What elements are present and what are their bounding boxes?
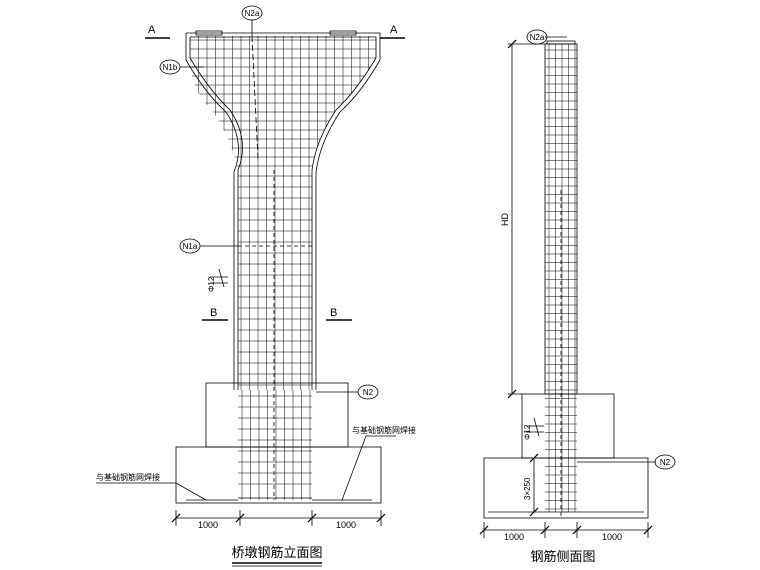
side-height-label: HD: [500, 213, 510, 226]
pier-base-step: [205, 382, 349, 448]
front-dim-tick-1: [171, 513, 181, 523]
side-tag-n2a-circle: [526, 29, 548, 45]
side-dim-right: 1000: [602, 532, 622, 542]
side-view-labels: N2a N2 HD Φ12 3×250 1000 1000 钢筋侧面图: [500, 33, 671, 565]
hd-tick-bottom: [507, 389, 517, 399]
weld-leader-left: [96, 482, 207, 501]
weld-leader-right: [341, 435, 396, 501]
front-bar-spacing: Φ12: [207, 276, 216, 292]
pier-inner-outline: [189, 36, 377, 390]
tag-n1a-circle: [179, 238, 201, 254]
side-dim-tick-4: [643, 525, 653, 535]
front-dim-tick-4: [376, 513, 386, 523]
front-dim-tick-2: [235, 513, 245, 523]
pier-outline: [185, 32, 381, 390]
side-view-caption: 钢筋侧面图: [530, 549, 595, 565]
tag-n2-circle: [357, 384, 379, 400]
front-view: [96, 5, 405, 567]
weld-note-right: 与基础钢筋网焊接: [352, 425, 416, 435]
side-dim-tick-3: [572, 525, 582, 535]
weld-note-left: 与基础钢筋网焊接: [96, 472, 160, 482]
hd-tick-top: [507, 39, 517, 49]
front-dim-left: 1000: [198, 520, 218, 530]
spacing-slash: [218, 268, 225, 288]
side-dim-tick-2: [540, 525, 550, 535]
side-spacing-slash: [533, 417, 540, 437]
tag-n1b-circle: [159, 59, 181, 75]
front-dim-right: 1000: [336, 520, 356, 530]
bearing-pad-right: [329, 30, 357, 36]
foundation-block: [175, 446, 382, 504]
bearing-pad-left: [195, 30, 223, 36]
section-a-left-label: A: [148, 24, 156, 36]
tag-n2: N2: [363, 388, 374, 397]
side-view: [479, 29, 676, 538]
side-spacing-dim: 3×250: [523, 477, 532, 500]
front-view-caption: 桥墩钢筋立面图: [231, 545, 322, 561]
front-view-labels: A A B B N2a N1b N1a N2 Φ12 与基础钢筋网焊接 与基础钢…: [96, 9, 416, 561]
section-a-right-label: A: [390, 24, 398, 36]
tag-n2a-circle: [241, 5, 263, 21]
side-tag-n2-circle: [654, 454, 676, 470]
center-bar-dashed-2: [251, 35, 259, 161]
section-b-right-label: B: [330, 307, 337, 319]
spacing-dim-tick-top: [529, 453, 539, 463]
side-dim-tick-1: [479, 525, 489, 535]
foundation-bars: [238, 390, 312, 500]
side-dim-left: 1000: [504, 532, 524, 542]
front-dim-tick-3: [307, 513, 317, 523]
front-rebar-grid: [190, 36, 376, 390]
side-column-top-pad: [546, 40, 576, 45]
tag-n1b: N1b: [163, 63, 178, 72]
tag-n2a: N2a: [245, 9, 260, 18]
side-bar-spacing: Φ12: [523, 424, 532, 440]
tag-n1a: N1a: [183, 242, 198, 251]
side-tag-n2: N2: [660, 458, 671, 467]
section-b-left-label: B: [210, 307, 217, 319]
side-tag-n2a: N2a: [530, 33, 545, 42]
spacing-dim-tick-bottom: [529, 507, 539, 517]
